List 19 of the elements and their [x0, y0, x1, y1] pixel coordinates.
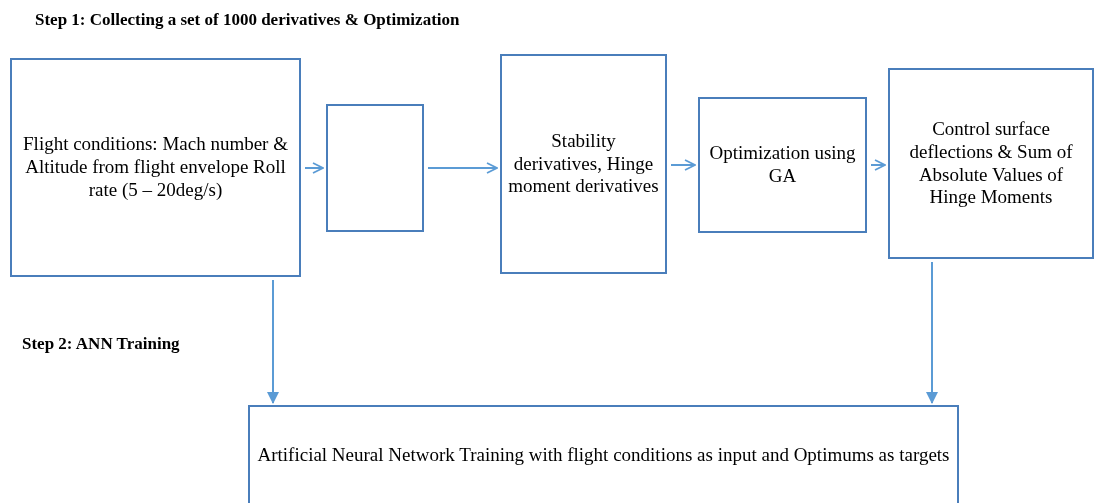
empty-box: [326, 104, 424, 232]
process-box: [698, 97, 867, 233]
arrow: [304, 162, 324, 174]
process-box: [888, 68, 1094, 259]
process-box: [10, 58, 301, 277]
box-text: Stability derivatives, Hinge moment derivatives: [508, 129, 659, 199]
step-heading: Step 2: ANN Training: [22, 334, 180, 354]
arrow: [267, 279, 279, 404]
arrow: [926, 261, 938, 404]
box-text: Artificial Neural Network Training with flight conditions as input and Optimums as targets: [257, 443, 950, 467]
box-text: Optimization using GA: [708, 142, 857, 188]
box-text: Flight conditions: Mach number & Altitude from flight envelope Roll rate (5 – 20deg/s): [22, 133, 289, 202]
step-heading: Step 1: Collecting a set of 1000 derivatives & Optimization: [35, 10, 460, 30]
arrow: [870, 159, 886, 171]
process-box: [248, 405, 959, 503]
arrow: [427, 162, 498, 174]
arrow: [670, 159, 696, 171]
process-box: [500, 54, 667, 274]
box-text: Control surface deflections & Sum of Absolute Values of Hinge Moments: [908, 117, 1074, 210]
